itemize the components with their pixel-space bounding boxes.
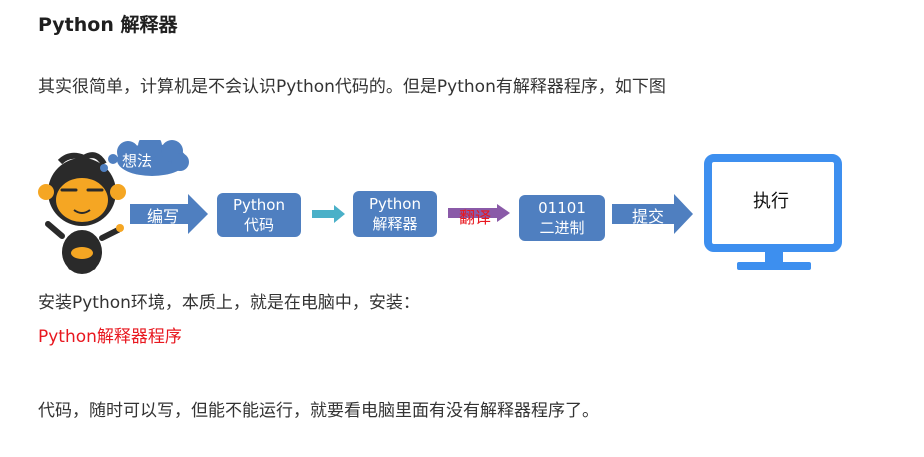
submit-arrow [612, 194, 693, 234]
translate-arrow-head [497, 204, 510, 222]
python-code-box: Python 代码 [217, 193, 301, 237]
python-code-line2: 代码 [243, 216, 274, 234]
mascot-icon [38, 152, 126, 274]
interpreter-highlight: Python解释器程序 [38, 327, 182, 347]
translate-label: 翻译 [459, 208, 492, 227]
write-arrow [130, 194, 208, 234]
binary-line2: 二进制 [539, 219, 585, 237]
thought-bubble-icon [100, 140, 189, 176]
bubble-label: 想法 [122, 152, 153, 170]
install-paragraph: 安装Python环境，本质上，就是在电脑中，安装： [38, 293, 420, 313]
write-label: 编写 [147, 207, 180, 226]
python-interpreter-line1: Python [369, 195, 421, 213]
intro-paragraph: 其实很简单，计算机是不会认识Python代码的。但是Python有解释器程序，如… [38, 77, 666, 97]
monitor-icon [704, 154, 842, 270]
page-title: Python 解释器 [38, 14, 178, 36]
binary-box: 01101 二进制 [519, 195, 605, 241]
execute-label: 执行 [753, 191, 789, 212]
conclusion-paragraph: 代码，随时可以写，但能不能运行，就要看电脑里面有没有解释器程序了。 [38, 401, 599, 421]
code-to-interpreter-arrow [312, 205, 345, 223]
flow-diagram [38, 140, 842, 274]
python-interpreter-box: Python 解释器 [353, 191, 437, 237]
python-code-line1: Python [233, 196, 285, 214]
python-interpreter-line2: 解释器 [372, 215, 418, 233]
translate-arrow-shaft [448, 208, 500, 218]
submit-label: 提交 [632, 207, 665, 226]
binary-line1: 01101 [538, 199, 586, 217]
